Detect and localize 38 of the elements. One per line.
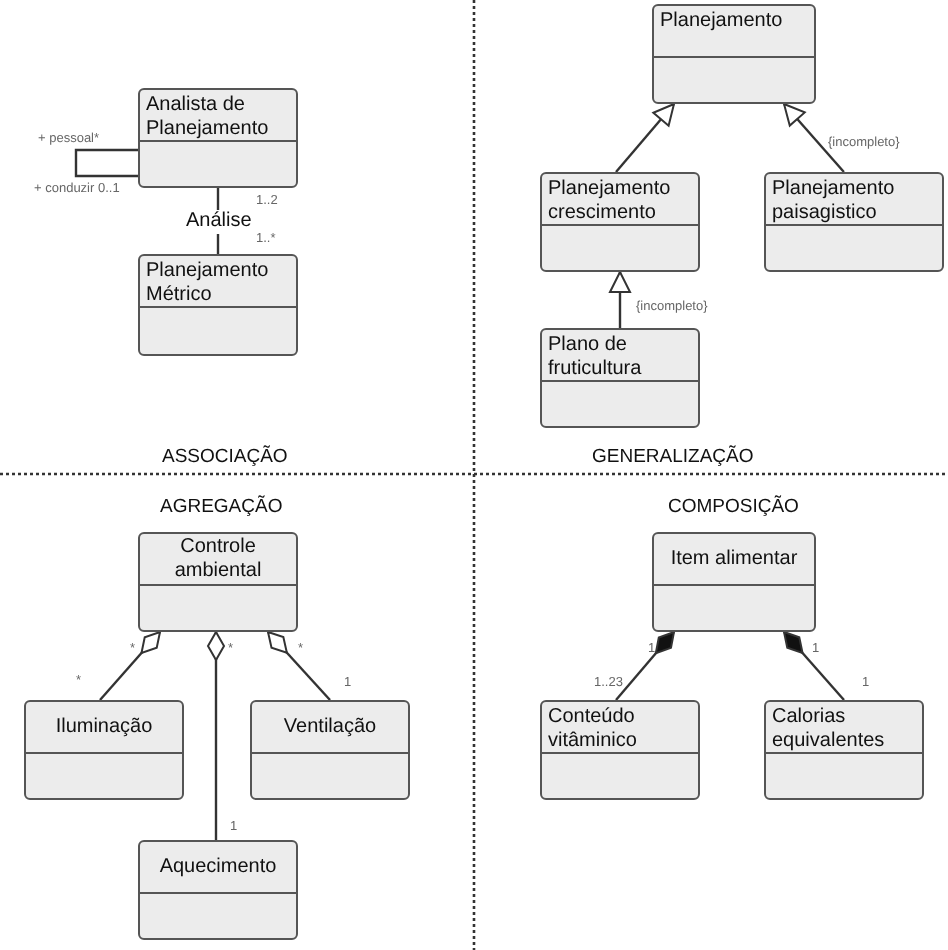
class-name: Iluminação [53, 713, 155, 741]
uml-class-box [652, 532, 816, 632]
uml-class-box [24, 700, 184, 800]
class-name: Conteúdo vitâminico [546, 704, 639, 756]
edge-label: Análise [184, 210, 254, 234]
uml-class-box [540, 700, 700, 800]
uml-class-box [764, 700, 924, 800]
uml-class-box [540, 328, 700, 428]
uml-class-box [138, 532, 298, 632]
class-name: Planejamento crescimento [546, 176, 673, 228]
class-name: Planejamento [658, 8, 785, 36]
uml-class-box [250, 700, 410, 800]
class-name: Controle ambiental [172, 533, 264, 585]
uml-class-box [138, 88, 298, 188]
generalization-arrow [783, 103, 845, 173]
composition-connector [783, 631, 845, 701]
section-title: GENERALIZAÇÃO [592, 446, 754, 468]
generalization-arrow [609, 271, 631, 328]
uml-class-box [138, 254, 298, 356]
composition-connector [615, 631, 675, 701]
class-name: Analista de Planejamento [144, 92, 271, 144]
uml-class-box [540, 172, 700, 272]
self-association-line [74, 148, 138, 178]
aggregation-connector [207, 631, 225, 840]
uml-class-box [138, 840, 298, 940]
class-name: Calorias equivalentes [770, 704, 887, 756]
class-name: Ventilação [281, 713, 379, 741]
section-title: ASSOCIAÇÃO [162, 446, 288, 468]
class-name: Planejamento paisagistico [770, 176, 897, 228]
class-name: Planejamento Métrico [144, 258, 271, 310]
generalization-arrow [615, 103, 675, 173]
class-name: Aquecimento [157, 853, 279, 881]
uml-class-box [764, 172, 944, 272]
class-name: Plano de fruticultura [546, 332, 644, 384]
uml-class-box [652, 4, 816, 104]
aggregation-connector [99, 631, 161, 701]
aggregation-connector [267, 631, 331, 701]
class-name: Item alimentar [668, 545, 800, 573]
